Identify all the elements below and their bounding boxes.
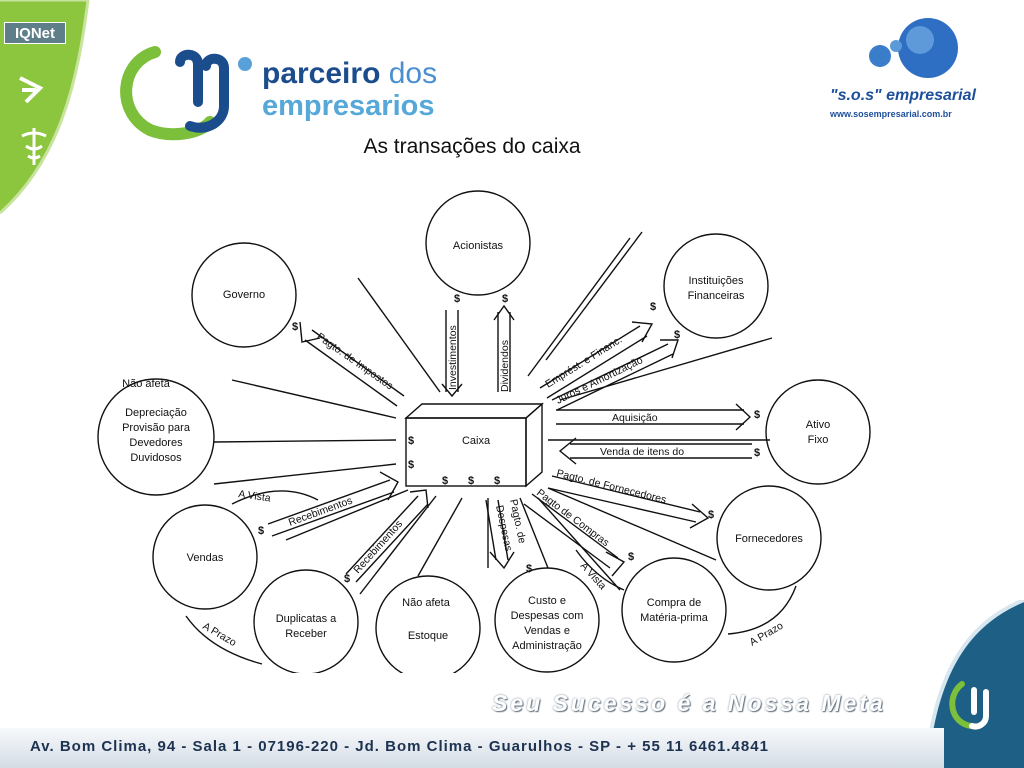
dollar-sign: $ (502, 293, 508, 305)
cash-flow-diagram: Acionistas Governo Instituições Financei… (97, 190, 871, 673)
node-governo (191, 242, 297, 348)
flow-label-recebimentos-vendas: Recebimentos (287, 495, 354, 529)
node-depreciacao (97, 378, 215, 496)
sos-url: www.sosempresarial.com.br (830, 109, 952, 119)
node-label-depreciacao-4: Duvidosos (130, 452, 182, 464)
node-label-depreciacao-1: Depreciação (125, 407, 187, 419)
dollar-sign: $ (408, 435, 414, 447)
node-label-duplicatas-1: Duplicatas a (276, 613, 337, 625)
arrow-venda-itens (558, 437, 752, 465)
dollar-sign: $ (408, 459, 414, 471)
caixa-box (404, 402, 544, 488)
arrow-impostos (299, 321, 405, 407)
node-label-instituicoes-2: Financeiras (688, 290, 745, 302)
slogan: Seu Sucesso é a Nossa Meta (492, 690, 886, 716)
dollar-sign: $ (650, 301, 656, 313)
node-label-instituicoes-1: Instituições (688, 275, 744, 287)
arrow-dividendos (493, 304, 515, 392)
node-label-compra-1: Compra de (647, 597, 701, 609)
arrow-investimentos (441, 310, 463, 398)
dollar-sign: $ (754, 409, 760, 421)
arrow-aquisicao (556, 403, 752, 431)
node-label-compra-2: Matéria-prima (640, 612, 709, 624)
node-label-vendas: Vendas (187, 552, 224, 564)
brand-logo-small-icon (949, 681, 989, 730)
node-duplicatas (253, 569, 359, 673)
flow-label-juros: Juros e Amortização (554, 354, 645, 407)
dollar-sign: $ (708, 509, 714, 521)
arrow-pagto-compras (523, 493, 626, 577)
label-a-vista-compra: A Vista (578, 560, 609, 592)
label-nao-afeta-depreciacao: Não afeta (122, 378, 171, 390)
label-a-vista-vendas: A Vista (238, 488, 272, 504)
brand-logo-icon (120, 46, 252, 141)
node-label-custo-2: Despesas com (511, 610, 584, 622)
node-label-custo-3: Vendas e (524, 625, 570, 637)
sos-logo-text: "s.o.s" empresarial (830, 87, 976, 104)
dollar-sign: $ (468, 475, 474, 487)
node-instituicoes (663, 233, 769, 339)
node-label-custo-4: Administração (512, 640, 582, 652)
iqnet-logo: IQNet (4, 22, 66, 44)
flow-label-pagto-fornecedores: Pagto. de Fornecedores (555, 467, 667, 506)
node-label-ativo-1: Ativo (806, 419, 830, 431)
flow-label-venda-itens: Venda de itens do (600, 446, 684, 458)
flow-label-dividendos: Dividendos (499, 340, 511, 392)
flow-label-aquisicao: Aquisição (612, 412, 658, 424)
node-acionistas (425, 190, 531, 296)
flow-label-investimentos: Investimentos (447, 325, 459, 390)
footer-address: Av. Bom Clima, 94 - Sala 1 - 07196-220 -… (30, 738, 769, 755)
dollar-sign: $ (494, 475, 500, 487)
brand-name: parceiro dos (262, 57, 438, 90)
slide-title: As transações do caixa (363, 135, 581, 158)
flow-label-pagto-impostos: Pagto. de Impostos (314, 331, 395, 393)
label-a-prazo-vendas: A Prazo (201, 620, 239, 649)
node-custo (494, 567, 600, 673)
node-label-depreciacao-2: Provisão para (122, 422, 191, 434)
dollar-sign: $ (674, 329, 680, 341)
label-nao-afeta-estoque: Não afeta (402, 597, 451, 609)
arrow-pagto-fornecedores (547, 475, 710, 529)
node-label-duplicatas-2: Receber (285, 628, 327, 640)
node-estoque (375, 575, 481, 673)
node-label-governo: Governo (223, 289, 265, 301)
node-label-estoque: Estoque (408, 630, 448, 642)
node-label-custo-1: Custo e (528, 595, 566, 607)
dollar-sign: $ (526, 563, 532, 575)
node-label-ativo-2: Fixo (808, 434, 829, 446)
dollar-sign: $ (754, 447, 760, 459)
node-label-depreciacao-3: Devedores (129, 437, 183, 449)
node-label-acionistas: Acionistas (453, 240, 504, 252)
node-label-fornecedores: Fornecedores (735, 533, 803, 545)
dollar-sign: $ (442, 475, 448, 487)
left-green-banner (0, 0, 90, 215)
arrow-juros (551, 339, 679, 411)
brand-name-line2: empresarios (262, 90, 435, 122)
caduceus-icon (21, 128, 47, 165)
footer-bar (0, 728, 944, 768)
arrow-emprest (539, 321, 654, 399)
check-icon (19, 76, 44, 104)
dollar-sign: $ (292, 321, 298, 333)
node-compra (621, 557, 727, 663)
center-label-caixa: Caixa (462, 435, 491, 447)
dollar-sign: $ (344, 573, 350, 585)
arrow-recebimentos-duplicatas (345, 489, 429, 583)
dollar-sign: $ (258, 525, 264, 537)
dollar-sign: $ (454, 293, 460, 305)
arrow-recebimentos-vendas (267, 471, 399, 537)
label-a-prazo-compra: A Prazo (748, 620, 786, 649)
node-ativo-fixo (765, 379, 871, 485)
globe-logo-icon (869, 18, 958, 78)
node-fornecedores (716, 485, 822, 591)
dollar-sign: $ (628, 551, 634, 563)
node-vendas (152, 504, 258, 610)
arrow-pagto-despesas (485, 499, 515, 570)
